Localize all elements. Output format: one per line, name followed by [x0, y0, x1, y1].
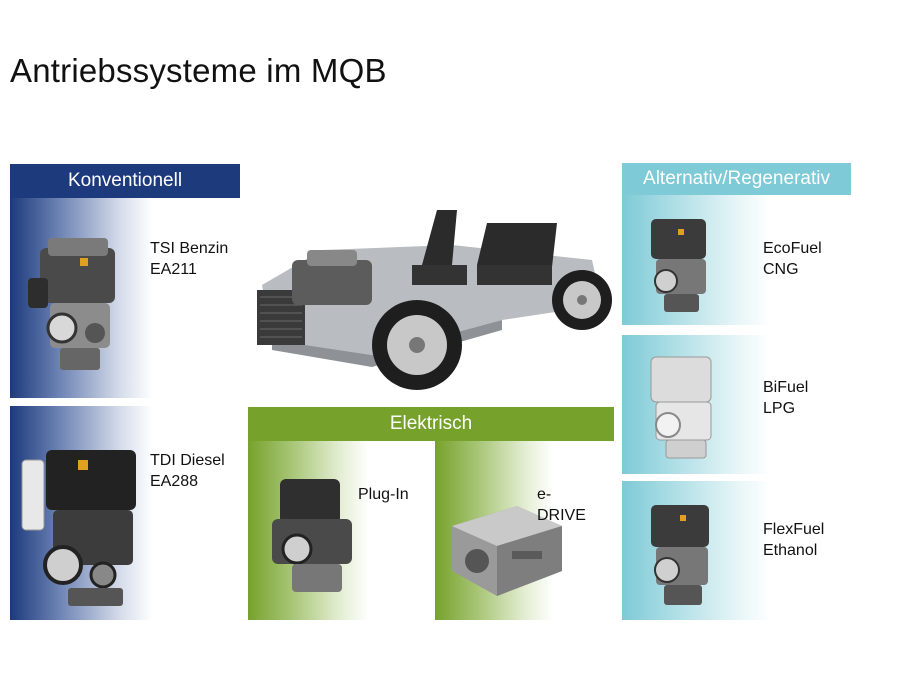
electric-plugin-label: Plug-In — [358, 484, 409, 505]
conventional-header: Konventionell — [10, 164, 240, 198]
alternative-lpg-label: BiFuel LPG — [763, 377, 808, 419]
plugin-line1: Plug-In — [358, 486, 409, 503]
tdi-line1: TDI Diesel — [150, 452, 225, 469]
engine-icon — [21, 450, 136, 606]
engine-icon — [651, 505, 709, 605]
cng-line2: CNG — [763, 261, 799, 278]
alternative-header: Alternativ/Regenerativ — [622, 163, 851, 195]
electric-motor-icon — [452, 506, 562, 596]
conventional-header-label: Konventionell — [67, 170, 183, 191]
engine-icon — [272, 479, 352, 592]
edrive-line2: DRIVE — [537, 507, 586, 524]
electric-plugin-panel — [248, 441, 431, 620]
lpg-line1: BiFuel — [763, 379, 809, 396]
slide-title: Antriebssysteme im MQB — [10, 52, 387, 89]
lpg-line2: LPG — [763, 400, 796, 417]
electric-edrive-label: e- DRIVE — [537, 484, 586, 526]
alternative-header-label: Alternativ/Regenerativ — [643, 168, 830, 189]
alternative-ethanol-label: FlexFuel Ethanol — [763, 519, 824, 561]
alternative-ethanol-panel — [622, 481, 851, 620]
electric-edrive-panel — [435, 441, 614, 620]
conventional-tsi-panel — [10, 198, 240, 398]
tsi-line2: EA211 — [150, 261, 197, 278]
electric-header-label: Elektrisch — [389, 413, 473, 434]
tsi-line1: TSI Benzin — [150, 240, 229, 257]
engine-icon — [650, 356, 712, 459]
car-chassis-icon — [257, 210, 612, 390]
edrive-line1: e- — [537, 486, 552, 503]
electric-header: Elektrisch — [248, 407, 614, 441]
alternative-cng-label: EcoFuel CNG — [763, 238, 822, 280]
tdi-line2: EA288 — [150, 473, 199, 490]
engine-icon — [28, 238, 115, 370]
ethanol-line2: Ethanol — [763, 542, 818, 559]
conventional-tdi-label: TDI Diesel EA288 — [150, 450, 225, 492]
conventional-tsi-label: TSI Benzin EA211 — [150, 238, 228, 280]
conventional-tdi-panel — [10, 406, 240, 620]
engine-icon — [651, 219, 706, 312]
alternative-cng-panel — [622, 195, 851, 325]
ethanol-line1: FlexFuel — [763, 521, 825, 538]
cng-line1: EcoFuel — [763, 240, 822, 257]
alternative-lpg-panel — [622, 335, 851, 474]
